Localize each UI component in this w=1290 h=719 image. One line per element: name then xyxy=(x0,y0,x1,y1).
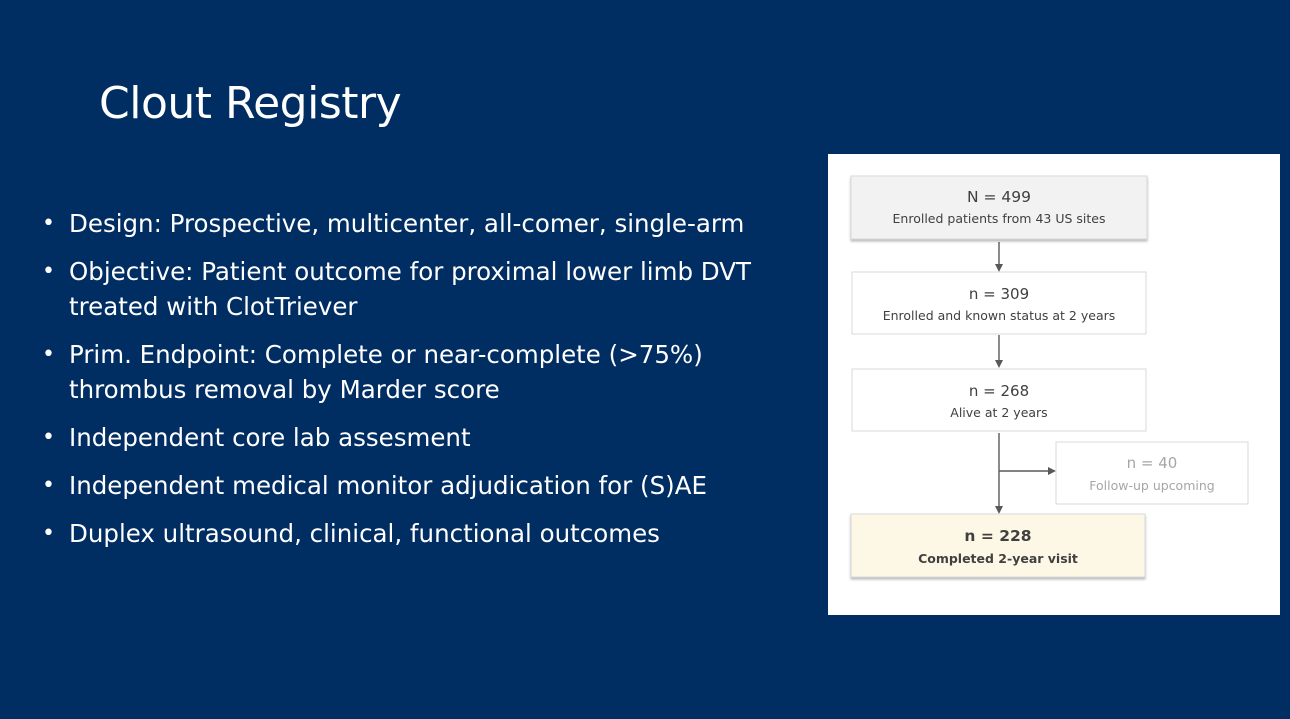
box-completed-label: Completed 2-year visit xyxy=(918,551,1078,566)
slide-title: Clout Registry xyxy=(99,78,402,129)
flowchart-panel: N = 499 Enrolled patients from 43 US sit… xyxy=(828,154,1280,615)
box-upcoming-label: Follow-up upcoming xyxy=(1089,478,1214,493)
box-upcoming-count: n = 40 xyxy=(1127,454,1178,472)
bullet-primary-endpoint: Prim. Endpoint: Complete or near-complet… xyxy=(42,337,822,407)
flowchart-diagram: N = 499 Enrolled patients from 43 US sit… xyxy=(850,175,1249,578)
bullet-list: Design: Prospective, multicenter, all-co… xyxy=(42,206,822,564)
flowchart-box-completed: n = 228 Completed 2-year visit xyxy=(850,513,1146,578)
bullet-objective: Objective: Patient outcome for proximal … xyxy=(42,254,822,324)
box-enrolled-count: N = 499 xyxy=(967,188,1031,206)
bullet-outcomes: Duplex ultrasound, clinical, functional … xyxy=(42,516,822,551)
flowchart-box-enrolled: N = 499 Enrolled patients from 43 US sit… xyxy=(850,175,1148,240)
bullet-core-lab: Independent core lab assesment xyxy=(42,420,822,455)
box-enrolled-label: Enrolled patients from 43 US sites xyxy=(893,211,1106,226)
bullet-medical-monitor: Independent medical monitor adjudication… xyxy=(42,468,822,503)
flowchart-box-alive: n = 268 Alive at 2 years xyxy=(851,368,1147,432)
box-alive-count: n = 268 xyxy=(969,382,1029,400)
box-completed-count: n = 228 xyxy=(964,527,1031,545)
flowchart-box-upcoming: n = 40 Follow-up upcoming xyxy=(1055,441,1249,505)
box-known-status-count: n = 309 xyxy=(969,285,1029,303)
bullet-design: Design: Prospective, multicenter, all-co… xyxy=(42,206,822,241)
flowchart-box-known-status: n = 309 Enrolled and known status at 2 y… xyxy=(851,271,1147,335)
box-alive-label: Alive at 2 years xyxy=(950,405,1047,420)
box-known-status-label: Enrolled and known status at 2 years xyxy=(883,308,1116,323)
